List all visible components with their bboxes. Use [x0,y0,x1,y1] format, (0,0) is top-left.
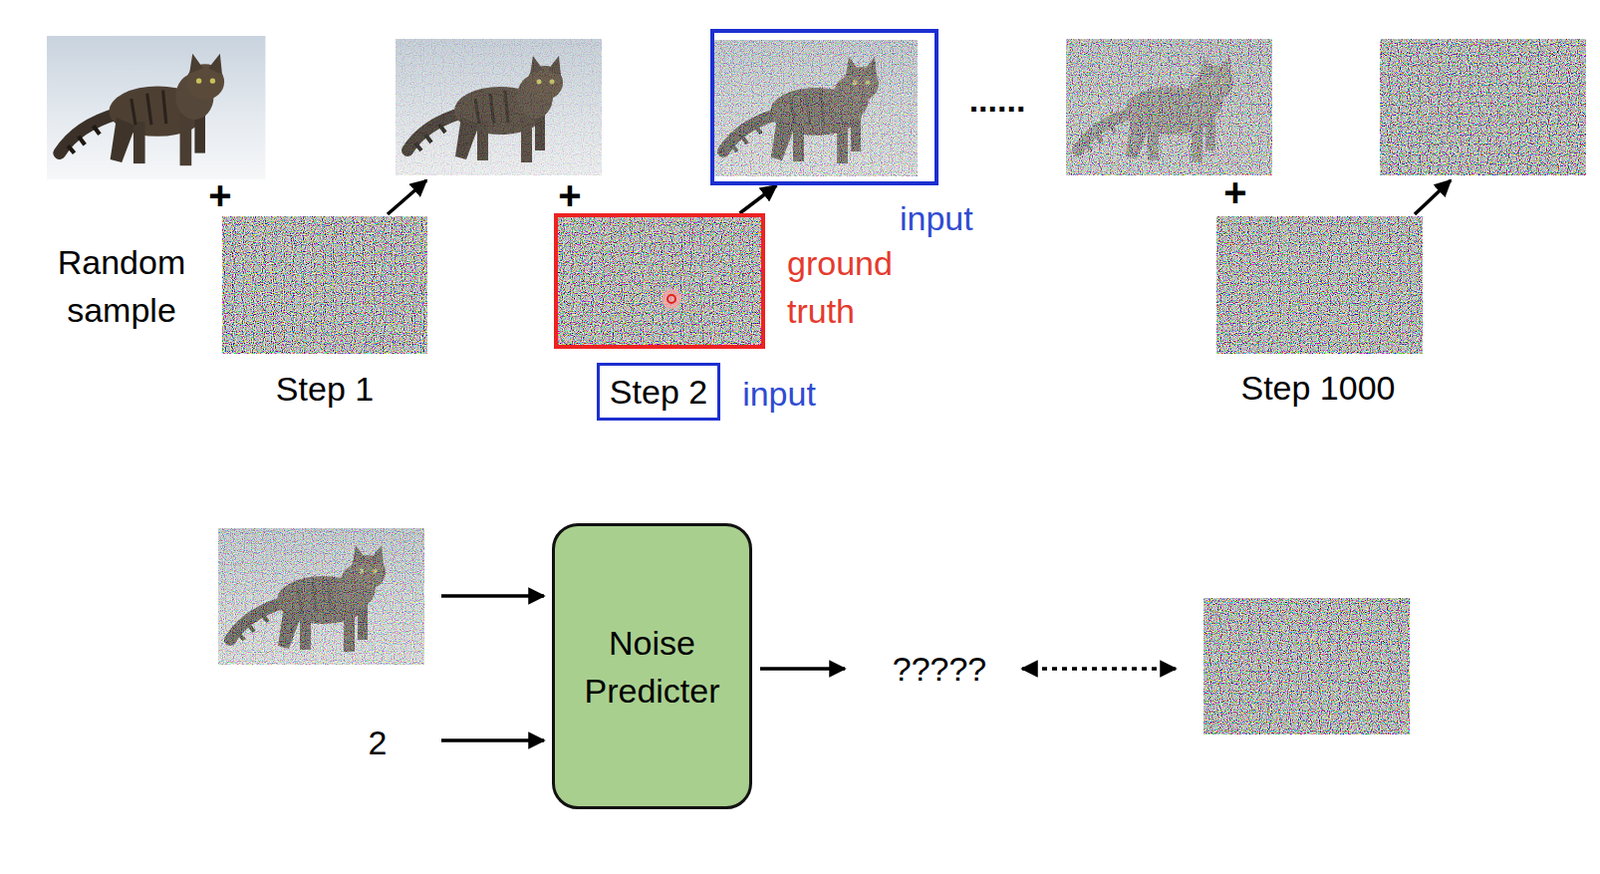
node-text: Noise Predicter [562,618,742,715]
pointer-dot [661,288,682,309]
step-box: Step 2 [596,362,721,421]
label: ????? [892,644,988,693]
cat-noisy-input [218,528,425,665]
cat-noisy [711,39,918,177]
label: ...... [969,75,1027,124]
noise-sample [1216,216,1423,354]
framed-noise: ground truth [553,213,766,349]
label: Step 1 [275,364,374,413]
connector-arrow [740,185,778,214]
cat-photo [46,35,266,180]
arrow [441,738,544,743]
node-text: input [899,194,974,243]
label: + [208,171,232,220]
label: + [1223,168,1247,217]
noise-sample [222,216,428,354]
arrow [1414,180,1451,215]
pure-noise [1379,38,1587,176]
framed-image: input [710,28,939,186]
label: Step 1000 [1240,363,1395,412]
noise-sample [555,215,764,347]
node-text: ground truth [787,239,927,335]
dashed-double-arrow [1022,666,1176,671]
label: 2 [368,718,388,767]
label: Random sample [36,238,207,334]
label: + [557,171,581,220]
cat-very-noisy [1066,38,1273,176]
process-box: Noise Predicter [551,523,753,809]
cat-slightly-noisy [395,38,602,176]
label: input [742,369,816,418]
noise-target [1203,597,1410,735]
pointer-dot [667,294,676,303]
node-text: Step 2 [609,367,708,416]
arrow [387,180,427,215]
arrow [441,593,544,598]
arrow [760,666,845,671]
